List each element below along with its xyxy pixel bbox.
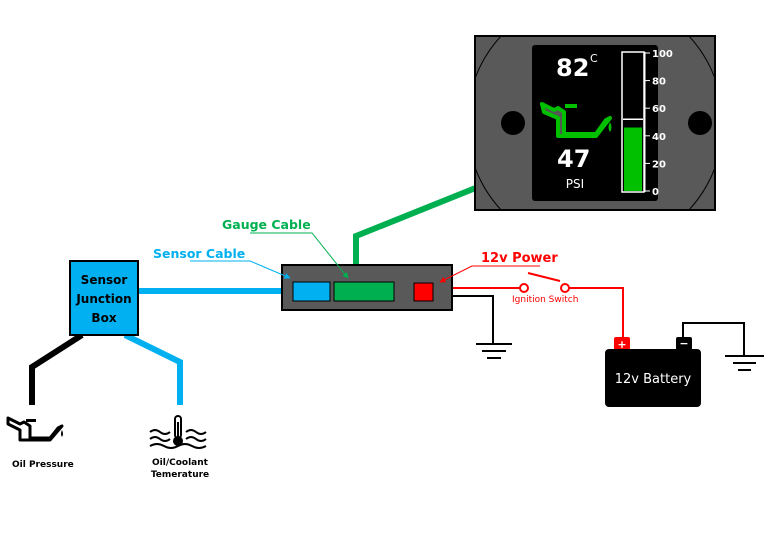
temp-sensor-label-line1: Oil/Coolant — [152, 458, 209, 468]
power-leader — [439, 265, 540, 283]
battery: + − 12v Battery — [605, 337, 701, 407]
sensor-connector — [292, 281, 331, 302]
ignition-switch-label: Ignition Switch — [512, 295, 578, 305]
gauge-cable-wire — [353, 184, 480, 276]
temperature-unit: C — [590, 52, 598, 65]
interface-module — [281, 264, 453, 311]
oil-pressure-label: Oil Pressure — [12, 460, 74, 470]
ground-symbol-battery — [725, 355, 764, 371]
bar-gauge-scale: 100 80 60 40 20 0 — [644, 49, 673, 198]
battery-positive-wire — [569, 287, 624, 340]
sensor-junction-box: Sensor Junction Box — [69, 260, 139, 336]
sensor-cable-label: Sensor Cable — [153, 246, 245, 261]
scale-tick-label: 0 — [652, 187, 659, 198]
battery-negative-terminal — [676, 337, 692, 350]
battery-negative-sign: − — [679, 337, 688, 350]
scale-tick-label: 40 — [652, 132, 666, 143]
sensor-cable-leader — [190, 260, 291, 279]
junction-box-label-line1: Sensor — [81, 273, 128, 287]
gauge: 82 C 47 PSI 100 80 60 40 20 0 — [474, 35, 716, 211]
battery-label: 12v Battery — [615, 372, 692, 387]
temp-sensor-label-line2: Temerature — [151, 470, 209, 480]
power-label: 12v Power — [481, 251, 558, 266]
junction-box-label-line2: Junction — [75, 292, 131, 306]
ignition-switch-contact-b — [560, 283, 570, 293]
mounting-hole-right — [688, 111, 712, 135]
ignition-switch-contact-a — [519, 283, 529, 293]
battery-positive-sign: + — [617, 338, 626, 351]
junction-box-label-line3: Box — [91, 311, 116, 325]
temperature-value: 82 — [556, 54, 589, 82]
ignition-switch-lever — [527, 272, 561, 282]
gauge-cable-label: Gauge Cable — [222, 217, 311, 232]
mounting-hole-left — [501, 111, 525, 135]
gauge-cable-leader — [250, 232, 349, 279]
temp-sensor-wire — [123, 332, 183, 405]
gauge-oil-can-icon — [540, 102, 612, 138]
power-connector — [413, 282, 434, 302]
pressure-unit: PSI — [566, 177, 584, 191]
gauge-connector — [333, 281, 395, 302]
oil-can-icon — [6, 416, 64, 442]
pressure-value: 47 — [557, 145, 590, 173]
scale-tick-label: 60 — [652, 104, 666, 115]
scale-tick-label: 100 — [652, 49, 673, 60]
bar-gauge-fill — [624, 127, 642, 191]
scale-tick-label: 80 — [652, 77, 666, 88]
battery-positive-terminal — [614, 337, 630, 350]
ground-symbol-module — [476, 343, 512, 359]
thermometer-icon — [149, 415, 207, 449]
battery-ground-wire — [682, 322, 745, 355]
oil-pressure-wire — [29, 332, 84, 405]
scale-tick-label: 20 — [652, 159, 666, 170]
